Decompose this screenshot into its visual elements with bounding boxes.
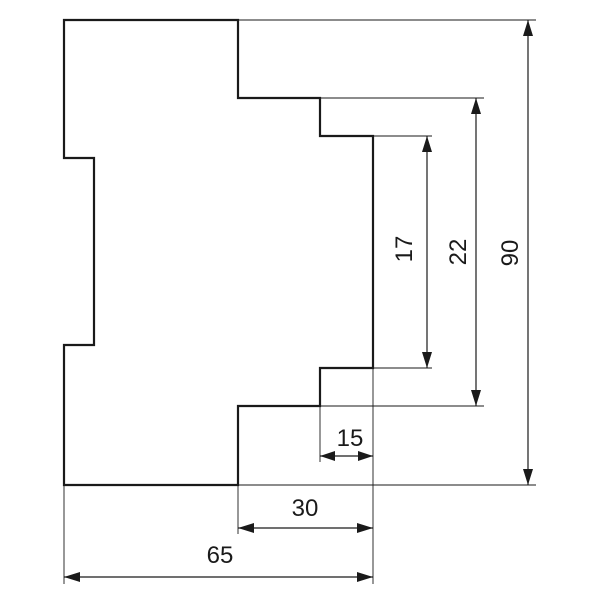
- dimension-front-height: 17: [391, 136, 432, 368]
- dimension-label-15: 15: [337, 425, 364, 452]
- dimension-front-depth: 30: [238, 495, 373, 533]
- dimension-overall-depth: 65: [64, 542, 373, 582]
- device-outline: [62, 18, 375, 487]
- dimension-label-65: 65: [207, 542, 234, 569]
- dimension-front-step-depth: 15: [320, 425, 373, 461]
- dimension-total-height: 90: [497, 20, 533, 485]
- dimension-label-22: 22: [445, 239, 472, 266]
- dimension-label-30: 30: [292, 495, 319, 522]
- dimension-label-17: 17: [391, 236, 418, 263]
- dimension-label-90: 90: [497, 240, 524, 267]
- dimension-step2-height: 22: [445, 98, 481, 406]
